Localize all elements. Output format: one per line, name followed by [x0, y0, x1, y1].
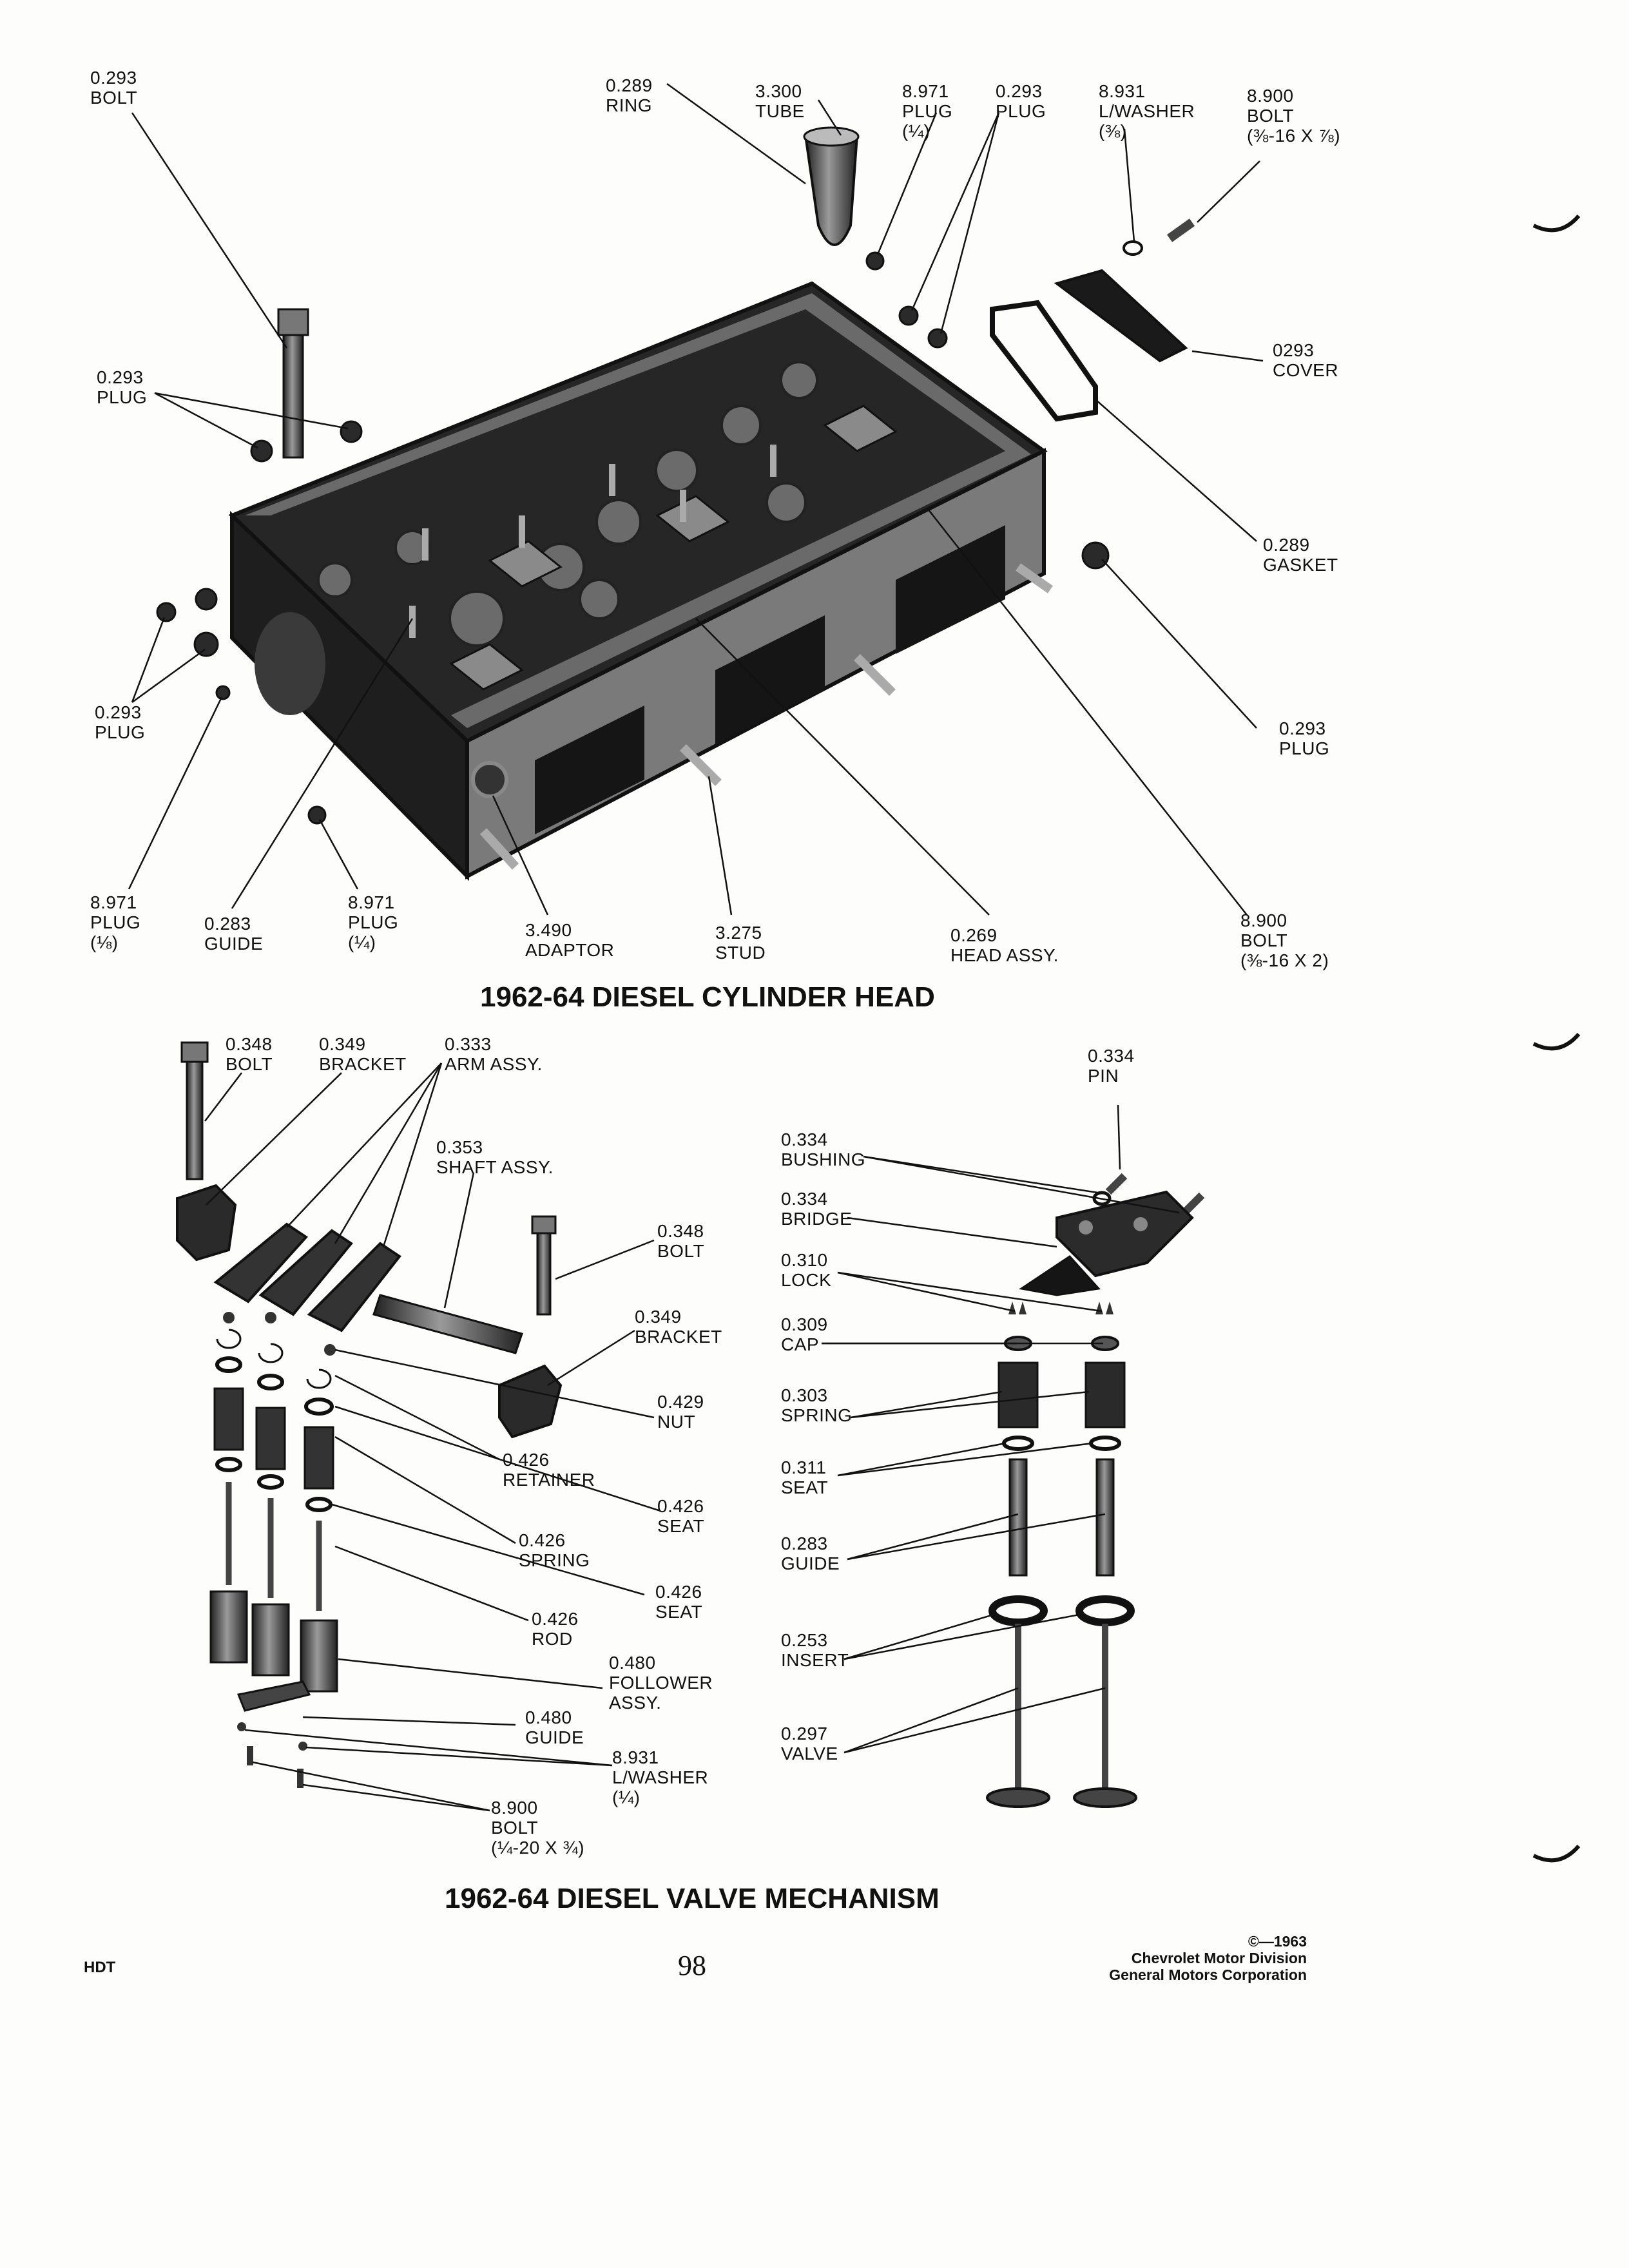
footer-copyright: ©—1963 Chevrolet Motor Division General … [1109, 1933, 1307, 1983]
valve-right-leader-lines [822, 1104, 1180, 1754]
division-name: Chevrolet Motor Division [1131, 1950, 1307, 1966]
title-cylinder-head: 1962-64 DIESEL CYLINDER HEAD [480, 981, 935, 1013]
rocker-assembly-drawing [176, 1041, 563, 1788]
valve-assembly-drawing [986, 1173, 1205, 1808]
head-loose-parts [156, 126, 1195, 825]
footer-code: HDT [84, 1959, 116, 1976]
title-valve-mechanism: 1962-64 DIESEL VALVE MECHANISM [445, 1883, 940, 1914]
corporation-name: General Motors Corporation [1109, 1966, 1307, 1983]
copyright-year: ©—1963 [1248, 1933, 1307, 1950]
valve-left-leader-lines [204, 1062, 661, 1812]
binder-marks [1532, 215, 1581, 1863]
page-number: 98 [678, 1950, 706, 1981]
cylinder-head-drawing [228, 281, 1054, 881]
valve-train-stacks [209, 1312, 338, 1693]
head-leader-lines [128, 82, 1264, 916]
